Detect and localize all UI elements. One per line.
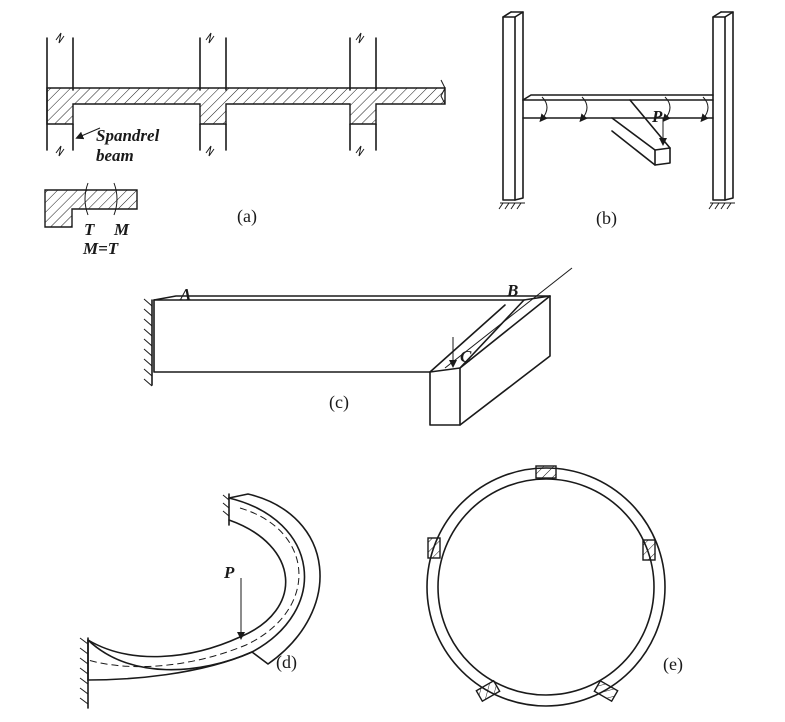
figure-e-support-top (535, 465, 557, 479)
figure-e-support-left (427, 537, 441, 559)
figure-a-columns (46, 32, 377, 157)
figure-a-beam-label: beam (96, 146, 134, 165)
figure-a-spandrel-label: Spandrel (96, 126, 160, 145)
figure-e-support-bottom-left (475, 679, 501, 703)
figure-b-caption: (b) (596, 208, 617, 229)
figure-e-caption: (e) (663, 654, 683, 675)
figure-c-arm-bc (429, 295, 551, 426)
figure-a-slab-section (46, 87, 446, 125)
figure-c-c-label: C (460, 347, 472, 366)
figure-c-bent-cantilever: A B C (c) (143, 267, 573, 426)
figure-d-load-label: P (223, 563, 235, 582)
figure-a-spandrel-beam: Spandrel beam T M M=T (a) (44, 32, 446, 258)
figure-a-caption: (a) (237, 206, 257, 227)
figure-a-relation-label: M=T (82, 239, 119, 258)
figure-a-t-label: T (84, 220, 95, 239)
figure-e-ring-beam: (e) (426, 465, 683, 707)
figure-d-caption: (d) (276, 652, 297, 673)
figure-c-a-label: A (179, 285, 191, 304)
figure-e-support-bottom-right (593, 679, 619, 703)
figure-c-b-label: B (506, 281, 518, 300)
figure-d-curved-beam: P (d) (79, 493, 321, 709)
figure-a-detail-section: T M M=T (44, 182, 138, 258)
figure-a-m-label: M (113, 220, 130, 239)
figure-c-caption: (c) (329, 392, 349, 413)
figure-b-frame: P (b) (498, 11, 735, 229)
figure-a-spandrel-pointer (75, 127, 101, 140)
figure-e-support-right (642, 539, 656, 561)
figure-b-load-label: P (651, 107, 663, 126)
figure-b-cantilever (611, 117, 671, 166)
